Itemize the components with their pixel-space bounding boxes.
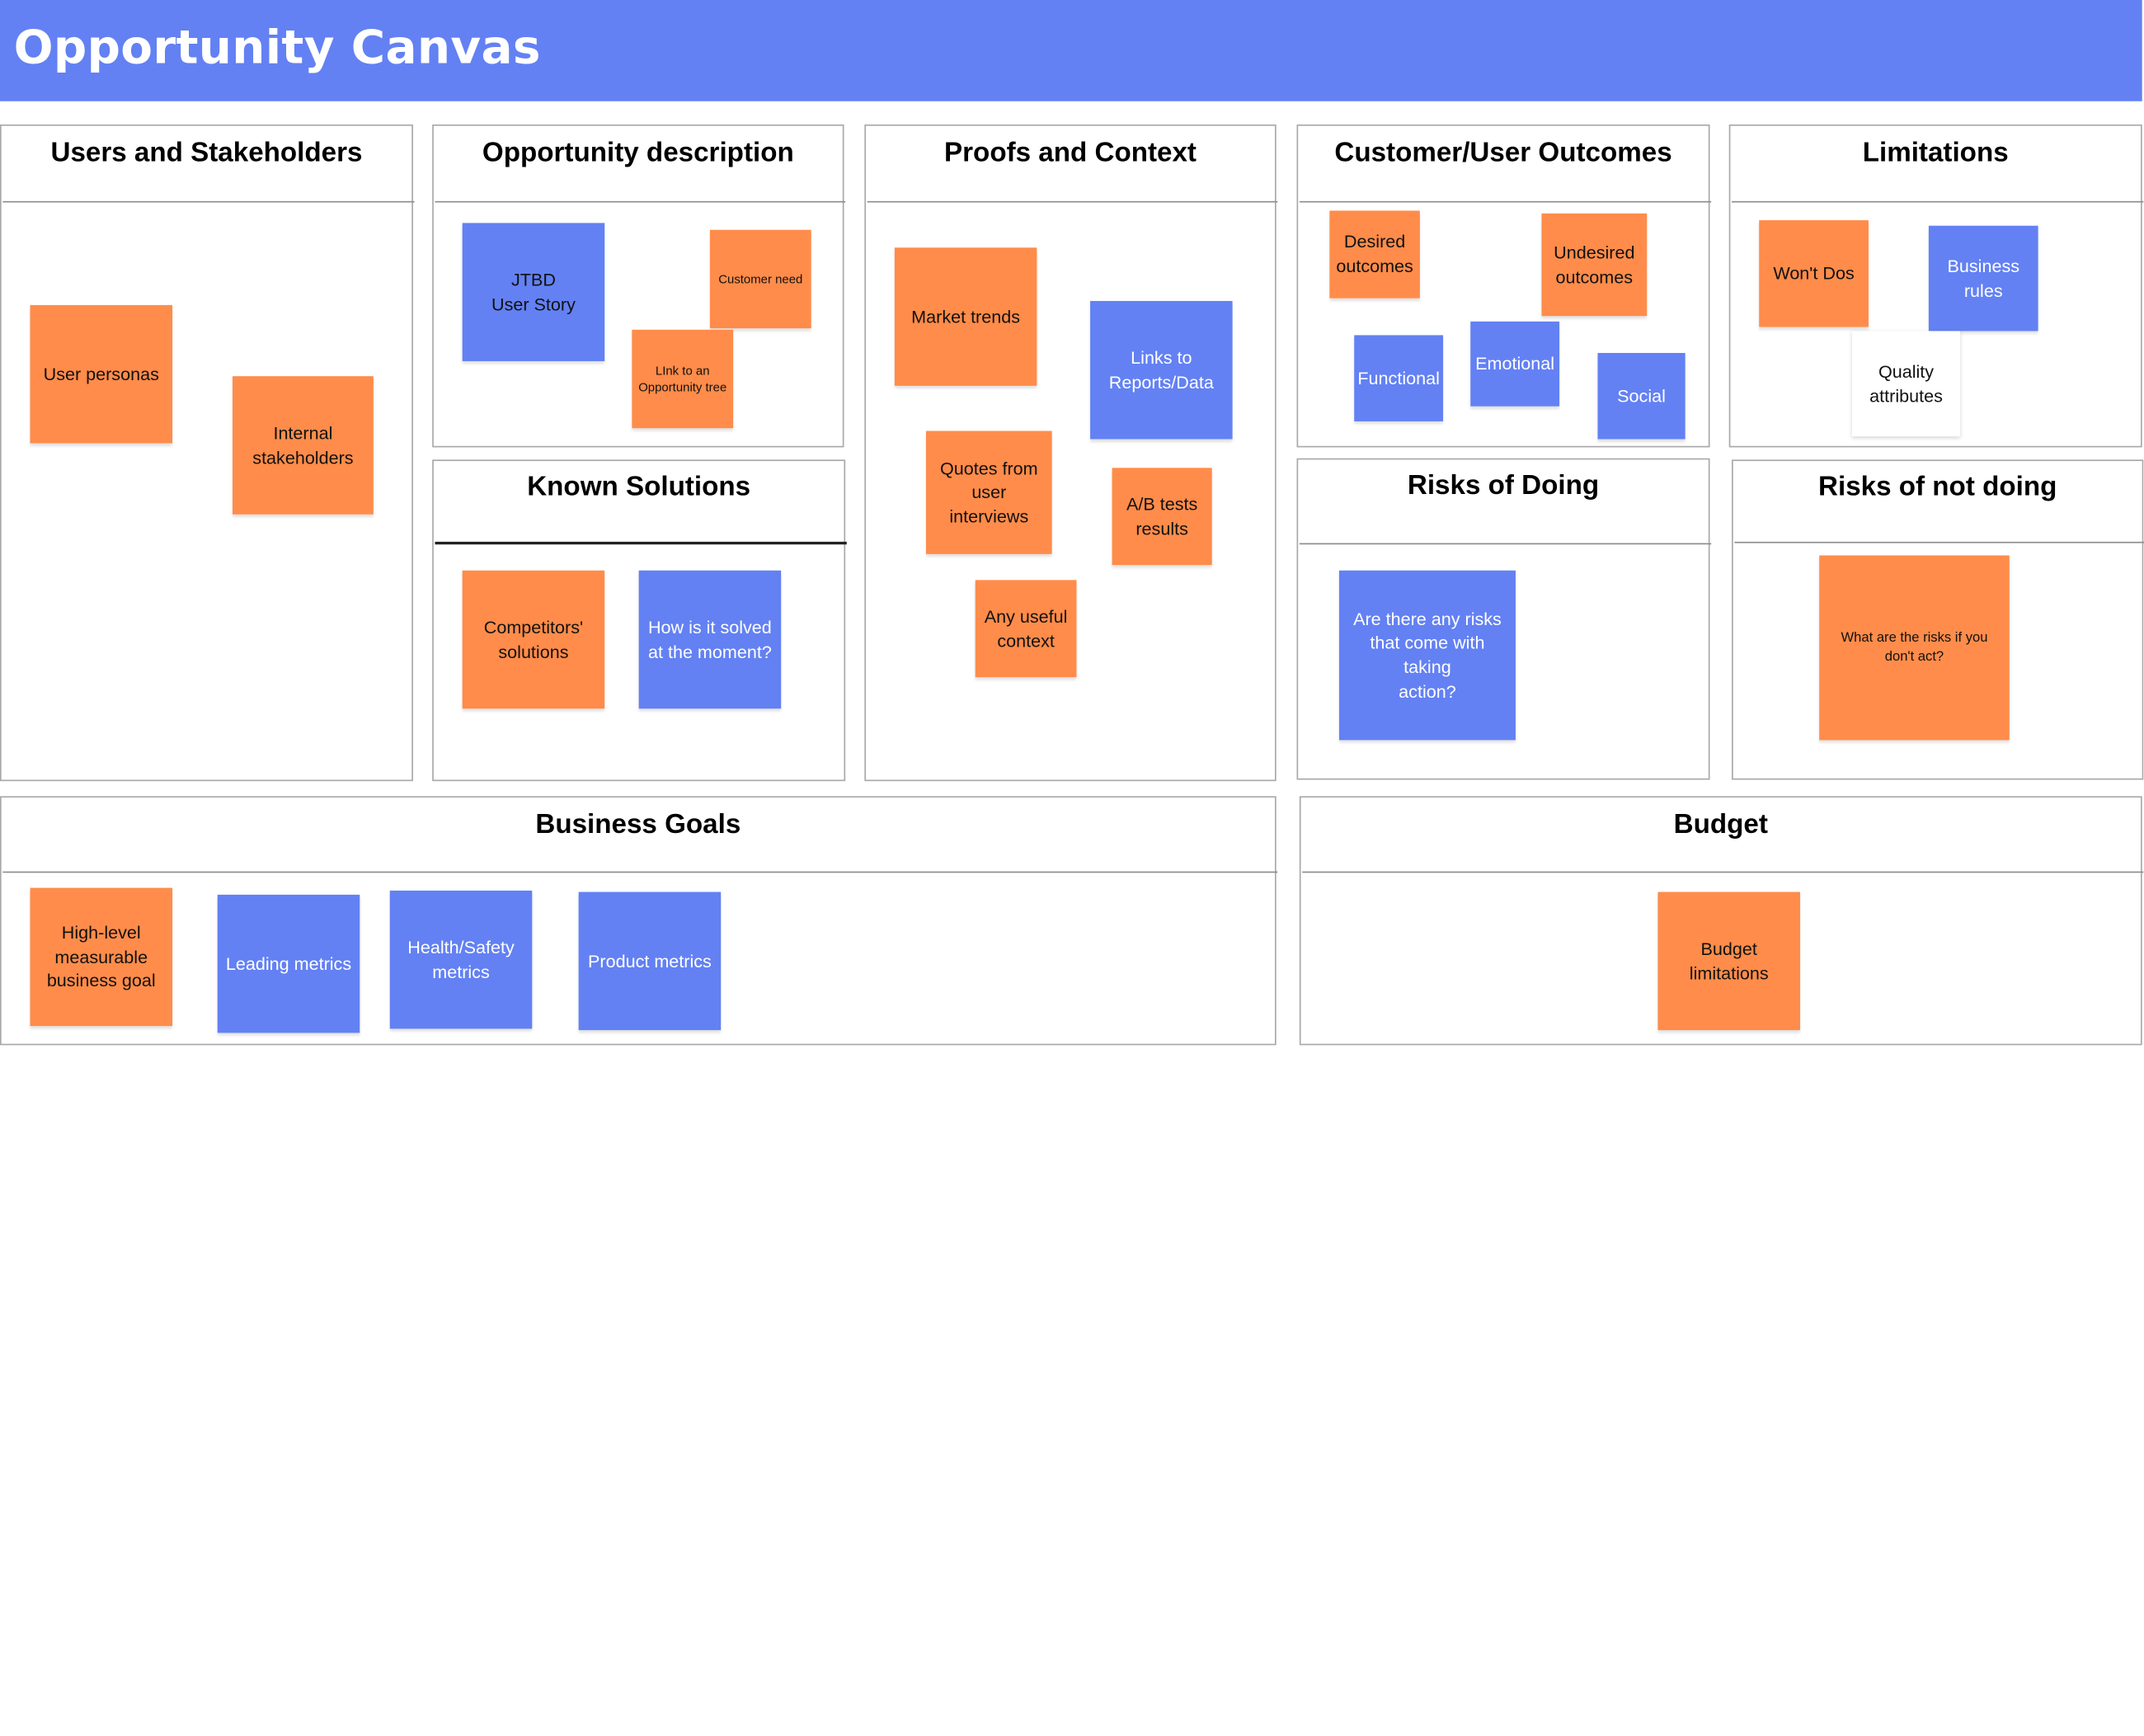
section-title: Opportunity description (482, 138, 794, 169)
section-title: Known Solutions (527, 472, 751, 502)
section-title: Risks of Doing (1407, 470, 1600, 501)
board-title: Opportunity Canvas (13, 20, 541, 76)
section-divider (867, 200, 1278, 203)
section-divider (2, 200, 415, 203)
section-divider (435, 541, 847, 545)
sticky-note-functional[interactable]: Functional (1354, 335, 1444, 421)
sticky-note-how-solved[interactable]: How is it solved at the moment? (638, 570, 782, 709)
section-title: Business Goals (535, 810, 741, 840)
sticky-note-risks-taking-action[interactable]: Are there any risks that come with takin… (1338, 570, 1516, 741)
section-title: Proofs and Context (944, 138, 1197, 169)
section-title: Risks of not doing (1818, 472, 2057, 502)
sticky-note-budget-limitations[interactable]: Budget limitations (1657, 892, 1800, 1031)
sticky-note-internal-stakeholders[interactable]: Internal stakeholders (232, 376, 374, 515)
section-divider (1302, 871, 2144, 873)
sticky-note-business-goal[interactable]: High-level measurable business goal (30, 887, 173, 1027)
section-divider (1299, 200, 1712, 203)
sticky-note-product-metrics[interactable]: Product metrics (578, 892, 722, 1031)
sticky-note-jtbd-user-story[interactable]: JTBD User Story (462, 223, 605, 361)
sticky-note-market-trends[interactable]: Market trends (894, 247, 1037, 386)
board-header: Opportunity Canvas (0, 0, 2142, 101)
sticky-note-business-rules[interactable]: Business rules (1928, 225, 2038, 332)
section-divider (1299, 543, 1712, 545)
sticky-note-ab-tests-results[interactable]: A/B tests results (1112, 468, 1212, 566)
sticky-note-competitors-solutions[interactable]: Competitors' solutions (462, 570, 605, 709)
sticky-note-social[interactable]: Social (1597, 352, 1686, 440)
sticky-note-user-personas[interactable]: User personas (30, 304, 173, 444)
sticky-note-health-safety-metrics[interactable]: Health/Safety metrics (389, 890, 533, 1029)
sticky-note-link-opportunity-tree[interactable]: LInk to an Opportunity tree (632, 329, 734, 429)
sticky-note-any-useful-context[interactable]: Any useful context (975, 580, 1077, 678)
sticky-note-risks-not-act[interactable]: What are the risks if you don't act? (1819, 555, 2010, 741)
sticky-note-links-reports-data[interactable]: Links to Reports/Data (1090, 300, 1233, 440)
section-divider (1734, 541, 2144, 543)
sticky-note-quality-attributes[interactable]: Quality attributes (1852, 331, 1961, 437)
section-title: Customer/User Outcomes (1334, 138, 1672, 169)
sticky-note-quotes-user-interviews[interactable]: Quotes from user interviews (926, 430, 1052, 554)
sticky-note-undesired-outcomes[interactable]: Undesired outcomes (1541, 213, 1648, 317)
sticky-note-wont-dos[interactable]: Won't Dos (1759, 220, 1869, 327)
sticky-note-leading-metrics[interactable]: Leading metrics (217, 894, 360, 1033)
sticky-note-emotional[interactable]: Emotional (1470, 321, 1560, 407)
section-divider (1732, 200, 2144, 203)
sticky-note-customer-need[interactable]: Customer need (709, 229, 811, 329)
section-title: Limitations (1862, 138, 2009, 169)
section-title: Users and Stakeholders (50, 138, 363, 169)
sticky-note-desired-outcomes[interactable]: Desired outcomes (1329, 210, 1420, 299)
section-title: Budget (1673, 810, 1768, 840)
section-divider (2, 871, 1278, 873)
section-divider (435, 200, 846, 203)
